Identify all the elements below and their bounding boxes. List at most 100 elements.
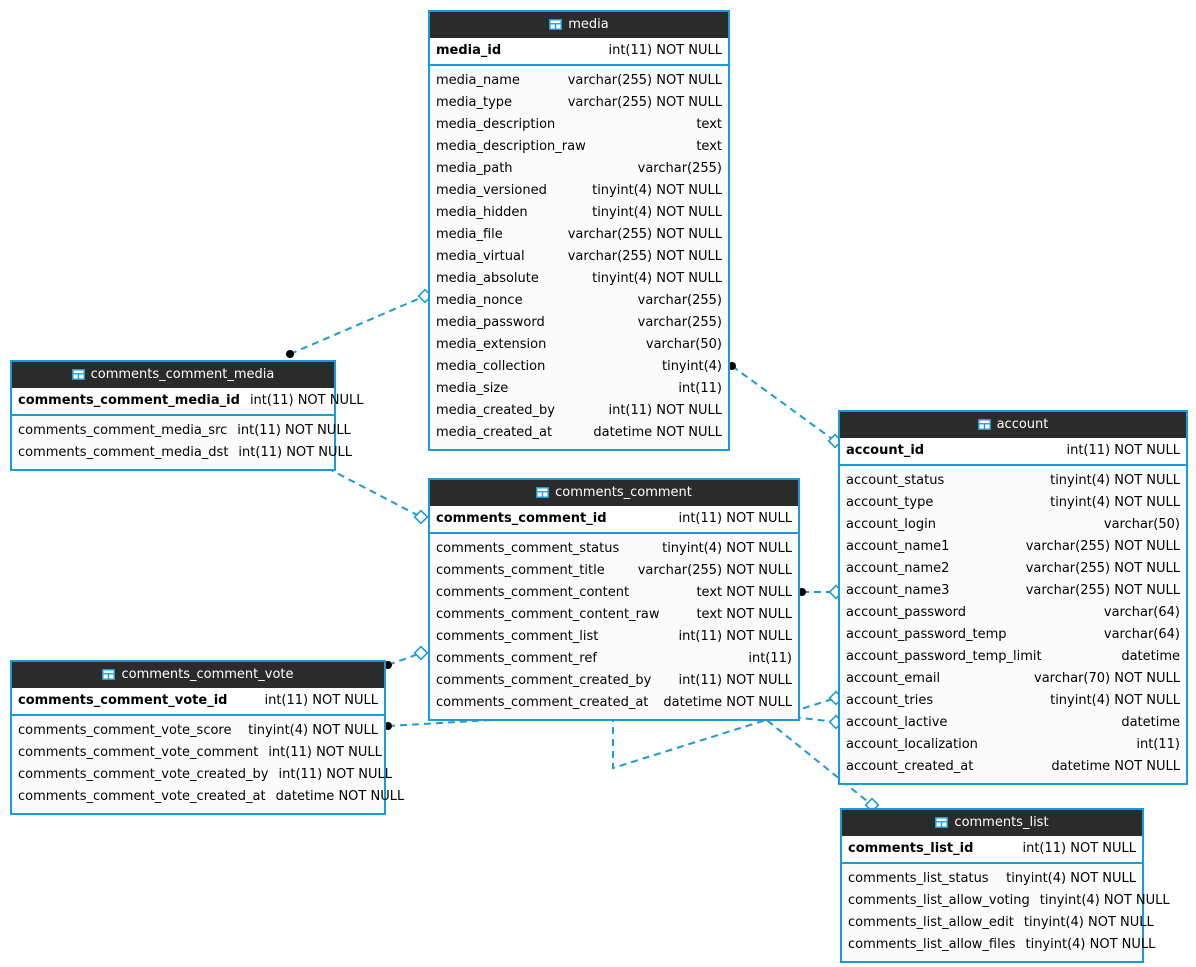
column-type: int(11) NOT NULL bbox=[608, 403, 722, 418]
column-name: media_id bbox=[436, 43, 502, 58]
column-type: int(11) bbox=[1136, 737, 1180, 752]
column-name: comments_comment_content bbox=[436, 585, 630, 600]
relationship-ccmedia-to-media bbox=[286, 288, 433, 358]
column-name: comments_comment_vote_id bbox=[18, 693, 228, 708]
column-name: comments_comment_vote_score bbox=[18, 723, 232, 738]
entity-account[interactable]: account account_id int(11) NOT NULL acco… bbox=[838, 410, 1188, 785]
entity-comments-comment-media[interactable]: comments_comment_media comments_comment_… bbox=[10, 360, 363, 471]
column-type: varchar(255) NOT NULL bbox=[567, 73, 722, 88]
table-icon bbox=[977, 419, 991, 430]
table-icon bbox=[102, 669, 116, 680]
column-type: int(11) bbox=[748, 651, 792, 666]
column-type: int(11) bbox=[678, 381, 722, 396]
column-row: account_email varchar(70) NOT NULL bbox=[840, 668, 1186, 690]
column-type: datetime NOT NULL bbox=[275, 789, 405, 804]
column-name: media_created_by bbox=[436, 403, 555, 418]
column-row: comments_comment_vote_created_by int(11) … bbox=[12, 764, 392, 786]
column-type: varchar(255) NOT NULL bbox=[1025, 561, 1180, 576]
column-type: tinyint(4) NOT NULL bbox=[248, 723, 378, 738]
column-type: varchar(255) bbox=[637, 315, 722, 330]
column-name: comments_comment_content_raw bbox=[436, 607, 660, 622]
column-name: account_password_temp_limit bbox=[846, 649, 1042, 664]
column-row: comments_comment_status tinyint(4) NOT NU… bbox=[430, 538, 798, 560]
entity-comments-list[interactable]: comments_list comments_list_id int(11) N… bbox=[840, 808, 1170, 963]
column-name: comments_comment_media_id bbox=[18, 393, 240, 408]
column-list: comments_comment_vote_score tinyint(4) NO… bbox=[12, 716, 404, 813]
column-name: account_name3 bbox=[846, 583, 950, 598]
column-type: varchar(255) bbox=[637, 161, 722, 176]
entity-comments-comment-vote[interactable]: comments_comment_vote comments_comment_v… bbox=[10, 660, 404, 815]
entity-header-comments-comment-media: comments_comment_media bbox=[12, 362, 334, 388]
column-type: datetime NOT NULL bbox=[1051, 759, 1180, 774]
column-type: text bbox=[696, 117, 722, 132]
column-type: int(11) NOT NULL bbox=[278, 767, 393, 782]
column-row: media_name varchar(255) NOT NULL bbox=[430, 70, 728, 92]
column-name: comments_list_status bbox=[848, 871, 989, 886]
primary-key-row: comments_comment_id int(11) NOT NULL bbox=[430, 506, 798, 534]
column-row: account_created_at datetime NOT NULL bbox=[840, 756, 1186, 778]
column-type: varchar(255) bbox=[637, 293, 722, 308]
column-type: int(11) NOT NULL bbox=[238, 445, 352, 460]
entity-media[interactable]: media media_id int(11) NOT NULL media_na… bbox=[428, 10, 730, 451]
column-name: account_created_at bbox=[846, 759, 974, 774]
relationship-ccvote-to-cc bbox=[384, 645, 429, 669]
column-row: comments_comment_vote_score tinyint(4) NO… bbox=[12, 720, 384, 742]
column-name: comments_list_allow_edit bbox=[848, 915, 1014, 930]
column-type: varchar(70) NOT NULL bbox=[1034, 671, 1180, 686]
relationship-cc-to-account bbox=[798, 584, 844, 600]
column-name: media_nonce bbox=[436, 293, 523, 308]
column-name: account_email bbox=[846, 671, 941, 686]
entity-title: comments_comment_vote bbox=[121, 667, 294, 682]
column-row: media_nonce varchar(255) bbox=[430, 290, 728, 312]
column-name: account_password_temp bbox=[846, 627, 1007, 642]
column-name: media_size bbox=[436, 381, 509, 396]
column-type: tinyint(4) NOT NULL bbox=[1050, 693, 1180, 708]
table-icon bbox=[71, 369, 85, 380]
column-type: tinyint(4) NOT NULL bbox=[662, 541, 792, 556]
column-name: comments_comment_status bbox=[436, 541, 620, 556]
column-type: datetime bbox=[1121, 649, 1180, 664]
primary-key-row: account_id int(11) NOT NULL bbox=[840, 438, 1186, 466]
column-name: media_name bbox=[436, 73, 520, 88]
column-name: account_login bbox=[846, 517, 936, 532]
column-name: comments_comment_vote_created_by bbox=[18, 767, 269, 782]
column-name: account_name2 bbox=[846, 561, 950, 576]
column-type: varchar(64) bbox=[1103, 605, 1180, 620]
column-type: varchar(50) bbox=[645, 337, 722, 352]
column-type: varchar(255) NOT NULL bbox=[1025, 539, 1180, 554]
entity-header-comments-comment-vote: comments_comment_vote bbox=[12, 662, 384, 688]
entity-title: comments_list bbox=[954, 815, 1049, 830]
column-type: int(11) NOT NULL bbox=[264, 693, 378, 708]
entity-title: media bbox=[568, 17, 609, 32]
entity-comments-comment[interactable]: comments_comment comments_comment_id int… bbox=[428, 478, 800, 721]
column-name: comments_comment_created_at bbox=[436, 695, 649, 710]
column-name: comments_comment_title bbox=[436, 563, 605, 578]
column-name: account_localization bbox=[846, 737, 978, 752]
column-name: account_name1 bbox=[846, 539, 950, 554]
